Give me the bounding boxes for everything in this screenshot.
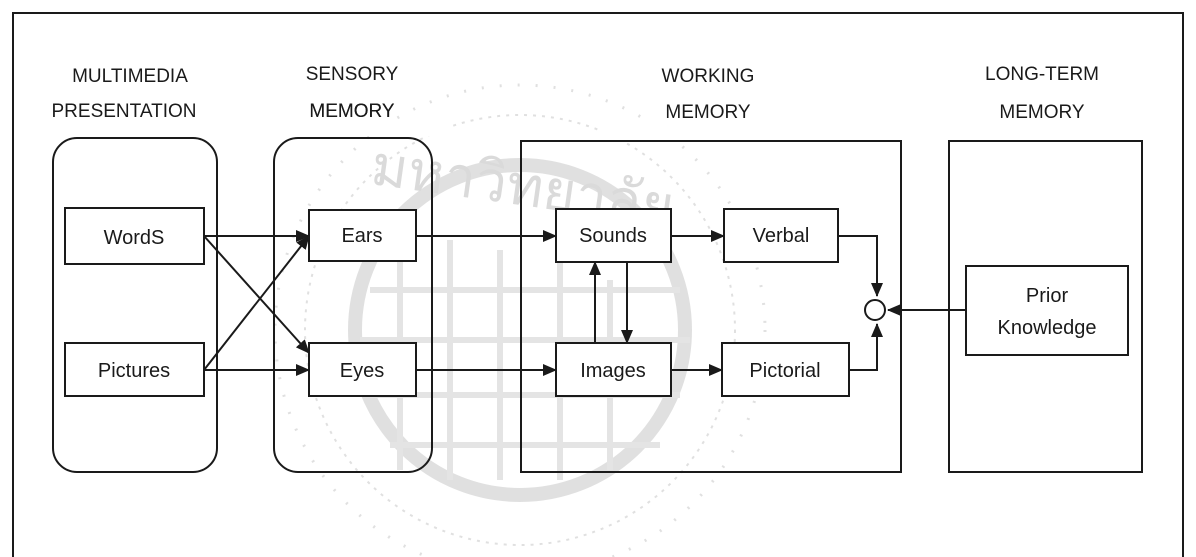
svg-text:Pictorial: Pictorial <box>749 360 820 382</box>
arrow-verbal-integration <box>838 235 883 297</box>
outer-frame <box>12 12 1184 557</box>
sensory-container <box>273 137 433 473</box>
header-working: WORKING MEMORY <box>662 66 755 123</box>
svg-text:MEMORY: MEMORY <box>665 102 750 123</box>
node-prior-knowledge: Prior Knowledge <box>965 265 1129 356</box>
node-words: WordS <box>64 207 205 265</box>
svg-text:MEMORY: MEMORY <box>999 102 1084 123</box>
svg-text:Prior: Prior <box>1026 285 1069 307</box>
node-verbal: Verbal <box>723 208 839 263</box>
header-multimedia: MULTIMEDIA PRESENTATION <box>52 66 197 122</box>
svg-text:Sounds: Sounds <box>579 225 647 247</box>
svg-text:PRESENTATION: PRESENTATION <box>52 101 197 122</box>
svg-text:MULTIMEDIA: MULTIMEDIA <box>72 66 188 87</box>
node-sounds: Sounds <box>555 208 672 263</box>
svg-text:Verbal: Verbal <box>753 225 810 247</box>
header-longterm: LONG-TERM MEMORY <box>985 64 1099 123</box>
svg-text:WordS: WordS <box>104 227 165 249</box>
node-pictorial: Pictorial <box>721 342 850 397</box>
svg-text:Images: Images <box>580 360 646 382</box>
svg-text:MEMORY: MEMORY <box>309 101 394 122</box>
svg-text:Ears: Ears <box>341 225 382 247</box>
svg-text:LONG-TERM: LONG-TERM <box>985 64 1099 85</box>
svg-text:Pictures: Pictures <box>98 360 170 382</box>
arrow-pictorial-integration <box>849 323 883 371</box>
node-pictures: Pictures <box>64 342 205 397</box>
arrow-pictures-ears <box>203 235 310 371</box>
working-memory-container <box>520 140 902 473</box>
integration-node <box>864 299 886 321</box>
svg-text:Knowledge: Knowledge <box>998 317 1097 339</box>
header-sensory-line2-overlay: MEMORY <box>309 101 394 122</box>
svg-text:Eyes: Eyes <box>340 360 384 382</box>
svg-text:WORKING: WORKING <box>662 66 755 87</box>
multimedia-container <box>52 137 218 473</box>
longterm-memory-container <box>948 140 1143 473</box>
arrow-words-eyes <box>203 235 310 354</box>
node-eyes: Eyes <box>308 342 417 397</box>
header-sensory: SENSORY MEMORY <box>306 64 399 122</box>
node-ears: Ears <box>308 209 417 262</box>
svg-text:SENSORY: SENSORY <box>306 64 399 85</box>
node-images: Images <box>555 342 672 397</box>
